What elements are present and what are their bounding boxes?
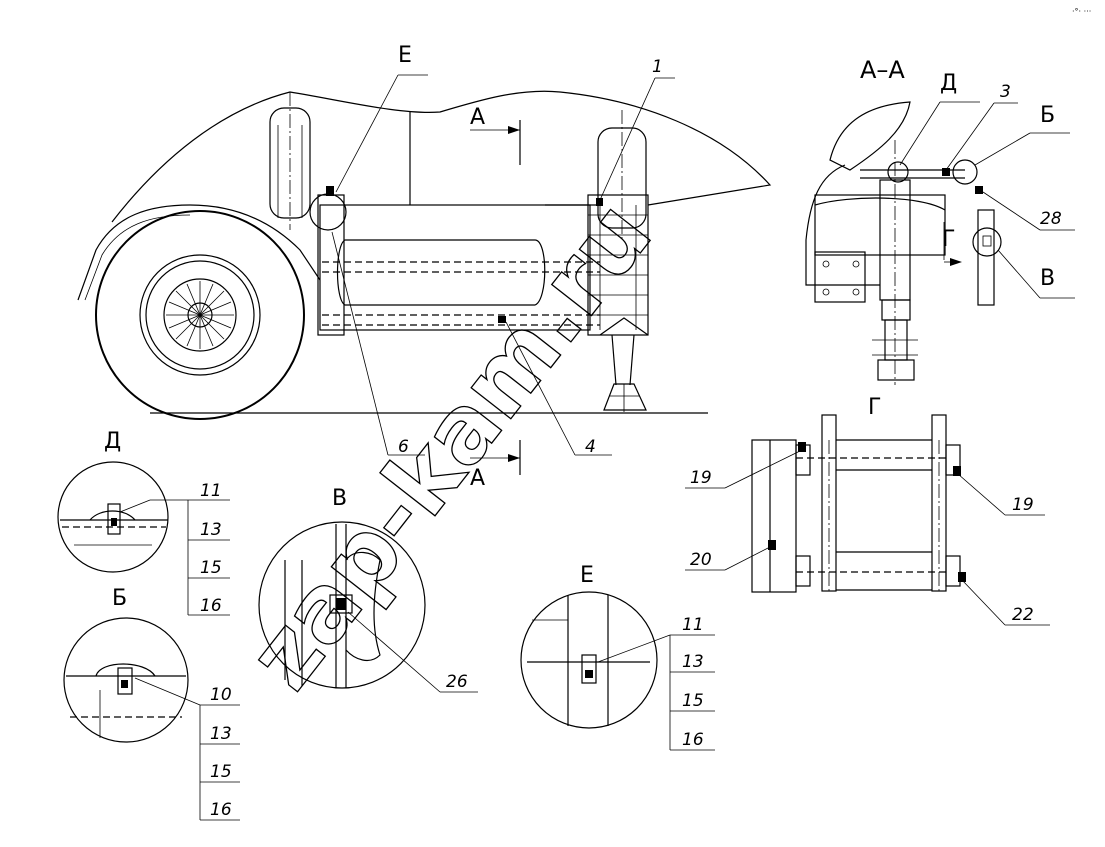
label-E-main: Е (398, 43, 412, 68)
label-G-section: Г (942, 227, 955, 252)
view-V-callout-26: 26 (446, 672, 468, 692)
section-AA-title: А–А (860, 56, 905, 84)
callout-6: 6 (398, 437, 409, 457)
view-G-callout-19-right: 19 (1012, 495, 1034, 515)
watermark: zap-kam.ru (228, 182, 672, 709)
view-V-title: В (332, 486, 347, 511)
view-D-callout-15: 15 (200, 558, 222, 578)
view-E-callout-13: 13 (682, 652, 704, 672)
callout-4: 4 (585, 437, 596, 457)
view-B-callout-15: 15 (210, 762, 232, 782)
view-B-callout-13: 13 (210, 724, 232, 744)
detail-view-E: Е 11 13 15 16 (520, 563, 715, 751)
view-B-callout-16: 16 (210, 800, 232, 820)
view-B-callout-10: 10 (210, 685, 232, 705)
label-D-section: Д (940, 71, 957, 96)
view-G-callout-20: 20 (690, 550, 712, 570)
main-side-view: Е 1 А А 6 4 (77, 43, 772, 491)
section-arrow-label-top: А (470, 105, 485, 130)
label-V-section: В (1040, 266, 1055, 291)
detail-view-B: Б 10 13 15 16 (63, 586, 240, 821)
callout-28: 28 (1040, 209, 1062, 229)
view-G-title: Г (868, 395, 881, 420)
view-E-title: Е (580, 563, 594, 588)
corner-mark: ·°· ··· (1072, 7, 1091, 16)
wheel (95, 210, 305, 420)
label-B-section: Б (1040, 103, 1055, 128)
view-G-callout-22: 22 (1012, 605, 1034, 625)
view-E-callout-11: 11 (682, 615, 704, 635)
section-arrow-label-bottom: А (470, 466, 485, 491)
detail-view-D: Д 11 13 15 16 (57, 429, 230, 616)
view-D-title: Д (104, 429, 121, 454)
detail-view-V: В 26 (258, 486, 478, 693)
section-AA-view: А–А (805, 56, 1075, 385)
callout-1: 1 (652, 57, 663, 77)
callout-3: 3 (1000, 82, 1011, 102)
detail-view-G: Г 19 19 20 22 (685, 395, 1050, 626)
view-D-callout-13: 13 (200, 520, 222, 540)
view-D-callout-11: 11 (200, 481, 222, 501)
view-E-callout-16: 16 (682, 730, 704, 750)
view-D-callout-16: 16 (200, 596, 222, 616)
view-E-callout-15: 15 (682, 691, 704, 711)
view-G-callout-19-left: 19 (690, 468, 712, 488)
view-B-title: Б (112, 586, 127, 611)
